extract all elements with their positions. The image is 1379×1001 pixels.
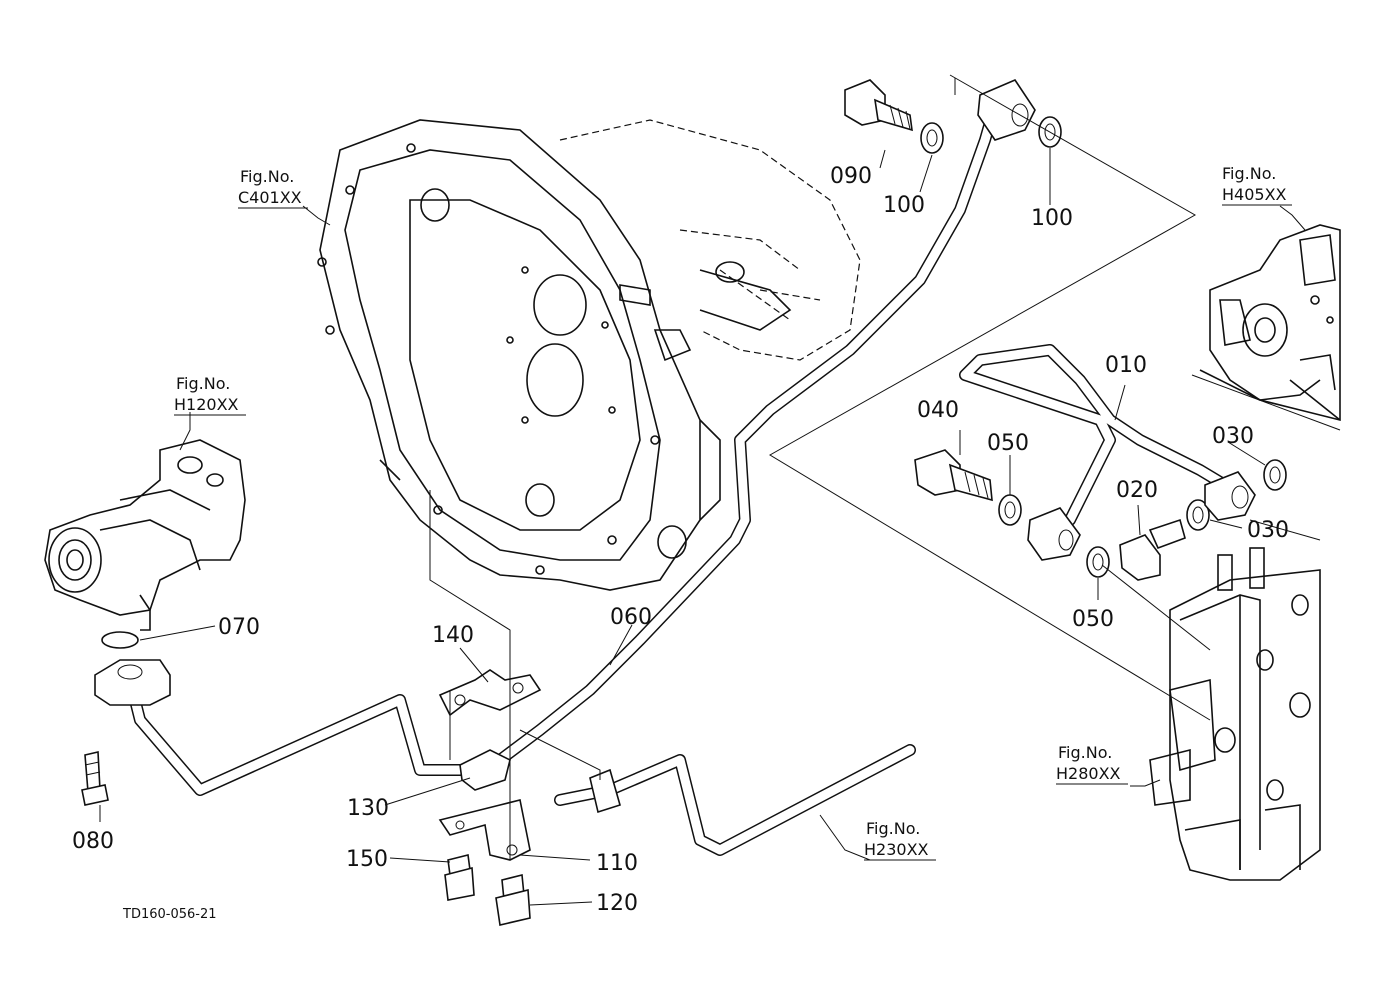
label-050-b: 050 bbox=[1072, 607, 1114, 632]
part-080-bolt bbox=[81, 751, 109, 806]
svg-text:Fig.No.: Fig.No. bbox=[176, 374, 230, 393]
label-110: 110 bbox=[596, 851, 638, 876]
diagram-code: TD160-056-21 bbox=[122, 907, 217, 922]
label-070: 070 bbox=[218, 615, 260, 640]
control-valve bbox=[1149, 547, 1321, 881]
label-050-a: 050 bbox=[987, 431, 1029, 456]
part-030-washer-a bbox=[1186, 499, 1210, 531]
label-090: 090 bbox=[830, 164, 872, 189]
pipe-060 bbox=[494, 99, 1001, 766]
figref-h280: Fig.No. H280XX bbox=[1056, 743, 1128, 785]
part-140-clamp bbox=[438, 669, 542, 717]
svg-text:H280XX: H280XX bbox=[1056, 764, 1121, 783]
hydraulic-pump bbox=[44, 439, 246, 631]
figref-c401: Fig.No. C401XX bbox=[238, 167, 308, 209]
label-040: 040 bbox=[917, 398, 959, 423]
label-150: 150 bbox=[346, 847, 388, 872]
part-150-bolt bbox=[444, 854, 475, 901]
part-040-banjo-bolt bbox=[914, 449, 993, 502]
label-140: 140 bbox=[432, 623, 474, 648]
label-030-b: 030 bbox=[1247, 518, 1289, 543]
svg-text:Fig.No.: Fig.No. bbox=[1222, 164, 1276, 183]
label-100-b: 100 bbox=[1031, 206, 1073, 231]
label-120: 120 bbox=[596, 891, 638, 916]
label-020: 020 bbox=[1116, 478, 1158, 503]
leader-lines bbox=[99, 148, 1306, 906]
svg-text:Fig.No.: Fig.No. bbox=[240, 167, 294, 186]
svg-text:C401XX: C401XX bbox=[238, 188, 302, 207]
figref-h230: Fig.No. H230XX bbox=[864, 819, 936, 861]
label-060: 060 bbox=[610, 605, 652, 630]
part-130-sleeve bbox=[459, 749, 511, 791]
pump-flange bbox=[94, 659, 171, 706]
pump-pipe bbox=[124, 674, 466, 796]
pipe-010 bbox=[959, 344, 1231, 526]
part-090-banjo-bolt bbox=[844, 79, 913, 132]
label-080: 080 bbox=[72, 829, 114, 854]
part-100-washer-a bbox=[920, 122, 944, 154]
transmission-housing bbox=[317, 119, 861, 591]
figref-h405: Fig.No. H405XX bbox=[1222, 164, 1292, 206]
svg-text:Fig.No.: Fig.No. bbox=[866, 819, 920, 838]
part-050-washer-b bbox=[1086, 546, 1110, 578]
reference-lines bbox=[429, 74, 1341, 860]
part-070-o-ring bbox=[101, 631, 139, 649]
lift-cover-assembly bbox=[1199, 224, 1341, 422]
svg-text:H120XX: H120XX bbox=[174, 395, 239, 414]
part-labels: 010 020 030 030 040 050 050 060 070 080 … bbox=[72, 164, 1289, 916]
part-110-bracket bbox=[438, 799, 531, 861]
part-030-washer-b bbox=[1263, 459, 1287, 491]
svg-text:Fig.No.: Fig.No. bbox=[1058, 743, 1112, 762]
part-020-banjo-bolt bbox=[1119, 518, 1186, 581]
svg-text:H230XX: H230XX bbox=[864, 840, 929, 859]
part-120-bolt bbox=[495, 873, 531, 926]
figref-h120: Fig.No. H120XX bbox=[174, 374, 246, 416]
part-050-washer-a bbox=[998, 494, 1022, 526]
label-010: 010 bbox=[1105, 353, 1147, 378]
pipe-h230 bbox=[554, 744, 916, 856]
label-130: 130 bbox=[347, 796, 389, 821]
label-030-a: 030 bbox=[1212, 424, 1254, 449]
label-100-a: 100 bbox=[883, 193, 925, 218]
svg-text:H405XX: H405XX bbox=[1222, 185, 1287, 204]
